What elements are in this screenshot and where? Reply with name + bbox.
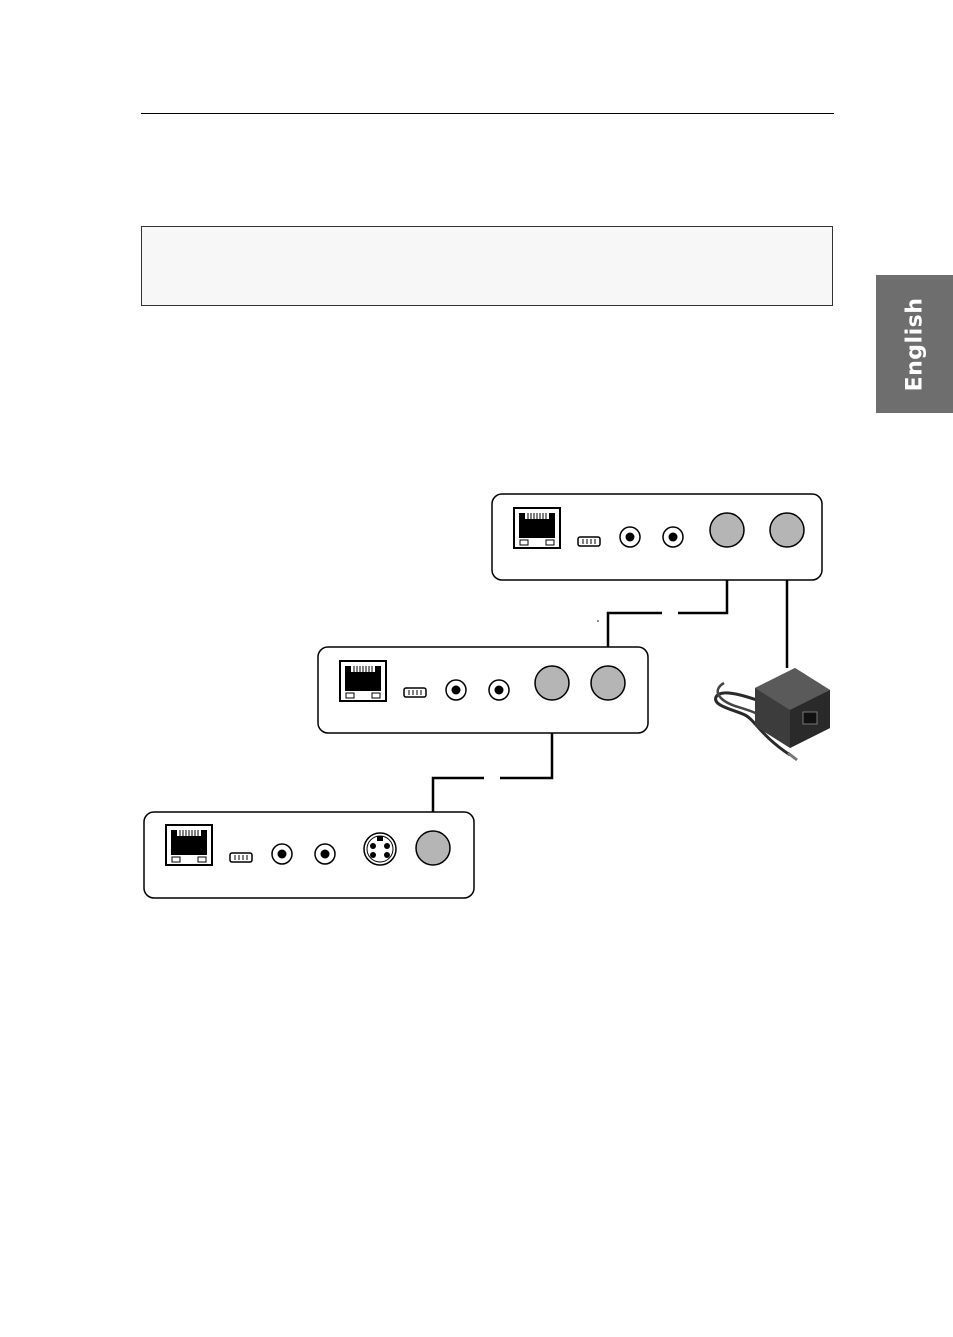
device-bottom [143,811,475,899]
usb-port-icon [229,852,253,863]
power-supply-icon [714,668,830,762]
usb-port-icon [577,536,601,547]
audio-jack-icon [662,526,684,548]
cascade-port-icon [590,665,626,701]
mini-din-port-icon [363,832,397,866]
audio-jack-icon [445,679,467,701]
device-middle [317,646,649,734]
header-rule [141,113,834,114]
power-port-icon [769,512,805,548]
audio-jack-icon [488,679,510,701]
note-box [141,226,833,306]
marker-dot [597,620,599,622]
network-port-icon [339,660,387,702]
audio-jack-icon [314,843,336,865]
network-port-icon [165,824,213,866]
cascade-port-icon [415,830,451,866]
language-tab[interactable]: English [876,275,953,413]
cascade-port-icon [534,665,570,701]
cascade-port-icon [709,512,745,548]
audio-jack-icon [271,843,293,865]
audio-jack-icon [619,526,641,548]
usb-port-icon [403,687,427,698]
network-port-icon [513,507,561,549]
device-top [491,493,823,581]
